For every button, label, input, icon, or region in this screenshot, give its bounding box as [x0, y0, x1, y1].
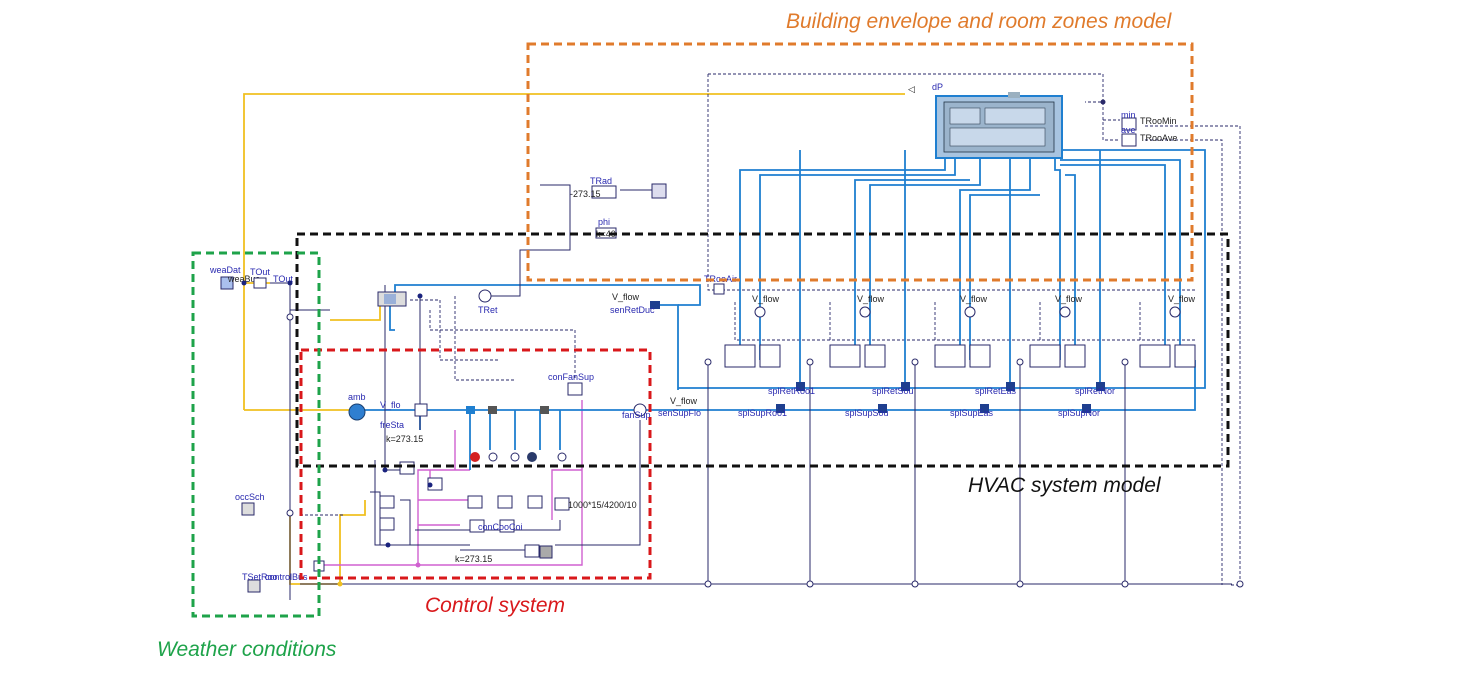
label-min: min — [1121, 110, 1136, 120]
arrow-glyph: ◁ — [908, 84, 915, 94]
label-splretsou: splRetSou — [872, 386, 914, 396]
label-splsupeas: splSupEas — [950, 408, 994, 418]
ambient-source[interactable] — [348, 403, 366, 421]
label-splreteas: splRetEas — [975, 386, 1017, 396]
vav-box-1[interactable] — [724, 306, 781, 368]
label-weabus: weaBus — [227, 274, 261, 284]
tout-block[interactable] — [253, 277, 267, 289]
label-senretduc: senRetDuc — [610, 305, 655, 315]
sensor-block[interactable] — [651, 183, 667, 199]
label-amb: amb — [348, 392, 366, 402]
junction-dots — [241, 280, 433, 587]
water-sources[interactable] — [470, 452, 567, 462]
label-tout: TOut — [250, 267, 270, 277]
label-gain: 1000*15/4200/10 — [568, 500, 637, 510]
label-trad: TRad — [590, 176, 612, 186]
label-trooave: TRooAve — [1140, 133, 1177, 143]
label-vflow-sup: V_flow — [670, 396, 698, 406]
label-vflow-3: V_flow — [960, 294, 988, 304]
label-splsupsou: splSupSou — [845, 408, 889, 418]
return-flow-sensor[interactable] — [650, 301, 660, 309]
occupancy-schedule[interactable] — [241, 502, 255, 516]
weather-region-title: Weather conditions — [157, 638, 337, 661]
label-confansup: conFanSup — [548, 372, 594, 382]
coils[interactable] — [414, 403, 549, 417]
trooair-block[interactable] — [713, 283, 725, 295]
label-vflow-1: V_flow — [752, 294, 780, 304]
label-controlbus: controlBus — [265, 572, 308, 582]
signal-dashed-lines — [300, 73, 1241, 586]
weather-region-box — [191, 251, 321, 618]
label-splretnor: splRetNor — [1075, 386, 1115, 396]
label-tsetroo: TSetRoo — [242, 572, 278, 582]
label-k27315: k=273.15 — [386, 434, 423, 444]
return-fan[interactable] — [478, 289, 492, 303]
label-tret: TRet — [478, 305, 498, 315]
building-region-box — [526, 42, 1194, 282]
label-dp: dP — [932, 82, 943, 92]
trooave-block[interactable] — [1121, 133, 1137, 147]
label-weadat: weaDat — [209, 265, 241, 275]
label-k27315-b: k=273.15 — [455, 554, 492, 564]
control-region-box — [299, 348, 652, 580]
label-vflow-ret: V_flow — [612, 292, 640, 302]
fan-controller[interactable] — [567, 382, 583, 396]
weather-data-block[interactable] — [220, 276, 234, 290]
building-zones-block[interactable] — [935, 92, 1063, 159]
control-blocks[interactable] — [379, 461, 570, 559]
junction-dot — [1100, 99, 1106, 105]
vav-box-5[interactable] — [1139, 306, 1196, 368]
vav-box-3[interactable] — [934, 306, 991, 368]
hvac-region-box — [295, 232, 1230, 468]
label-k273: -273.15 — [570, 189, 601, 199]
label-vflow-4: V_flow — [1055, 294, 1083, 304]
label-phi: phi — [598, 217, 610, 227]
setpoint-block[interactable] — [247, 579, 261, 593]
label-tout-out: TOut — [273, 274, 293, 284]
weather-bus-lines — [243, 93, 905, 585]
hvac-region-title: HVAC system model — [968, 474, 1161, 497]
label-splsupnor: splSupNor — [1058, 408, 1100, 418]
label-fansup: fanSup — [622, 410, 651, 420]
splitters — [776, 382, 1105, 413]
label-splretroo1: splRetRoo1 — [768, 386, 815, 396]
label-troomin: TRooMin — [1140, 116, 1177, 126]
economizer-block[interactable] — [377, 291, 407, 307]
label-sensupflo: senSupFlo — [658, 408, 701, 418]
control-region-title: Control system — [425, 594, 566, 617]
label-vflo: V_flo — [380, 400, 401, 410]
supply-fan[interactable] — [633, 403, 647, 417]
label-vflow-5: V_flow — [1168, 294, 1196, 304]
label-splsuproo1: splSupRoo1 — [738, 408, 787, 418]
label-k40: k=40 — [596, 229, 616, 239]
building-region-title: Building envelope and room zones model — [786, 10, 1172, 33]
trad-block[interactable] — [591, 185, 617, 199]
control-bus-lines — [320, 400, 583, 566]
label-fresta: freSta — [380, 420, 404, 430]
label-vflow-2: V_flow — [857, 294, 885, 304]
label-ave: ave — [1121, 125, 1136, 135]
open-connectors — [286, 313, 1244, 588]
vav-box-4[interactable] — [1029, 306, 1086, 368]
troomin-block[interactable] — [1121, 117, 1137, 131]
label-concoocoi: conCooCoi — [478, 522, 523, 532]
label-occsch: occSch — [235, 492, 265, 502]
vav-box-2[interactable] — [829, 306, 886, 368]
